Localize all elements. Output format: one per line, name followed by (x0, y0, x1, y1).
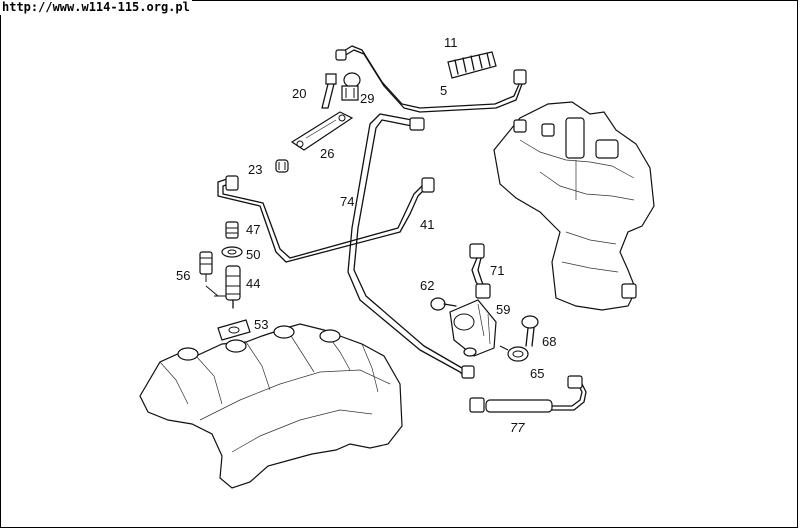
label-5: 5 (440, 83, 447, 98)
label-44: 44 (246, 276, 260, 291)
label-47: 47 (246, 222, 260, 237)
part-74-fuel-line (347, 113, 475, 379)
label-56: 56 (176, 268, 190, 283)
part-77-damper (469, 375, 587, 413)
part-62-screw (430, 297, 457, 311)
label-26: 26 (320, 146, 334, 161)
source-url: http://www.w114-115.org.pl (0, 0, 192, 15)
label-65: 65 (530, 366, 544, 381)
label-71: 71 (490, 263, 504, 278)
part-26-bracket (290, 111, 354, 151)
label-59: 59 (496, 302, 510, 317)
part-41-fuel-line (217, 175, 435, 263)
label-23: 23 (248, 162, 262, 177)
part-29-nut (341, 72, 361, 101)
label-11: 11 (444, 35, 458, 50)
part-65-clamp (499, 345, 529, 362)
fuel-distributor-assembly (493, 101, 655, 311)
part-59-regulator (449, 299, 497, 357)
intake-manifold (139, 323, 403, 489)
label-53: 53 (254, 317, 268, 332)
part-68-bolt (521, 315, 539, 347)
part-23-nut (275, 159, 289, 173)
label-68: 68 (542, 334, 556, 349)
part-56-valve (199, 251, 213, 282)
part-47-fitting (225, 221, 239, 239)
part-5-fuel-line (335, 45, 527, 113)
part-50-washer (221, 246, 243, 258)
part-20-bolt (321, 73, 337, 109)
label-62: 62 (420, 278, 434, 293)
label-29: 29 (360, 91, 374, 106)
part-44-injector (205, 265, 241, 309)
label-20: 20 (292, 86, 306, 101)
label-41: 41 (420, 217, 434, 232)
label-77: 77 (510, 420, 525, 435)
label-50: 50 (246, 247, 260, 262)
part-11-clip (447, 51, 497, 79)
label-74: 74 (340, 194, 354, 209)
part-71-connector (469, 243, 491, 299)
part-53-gasket (217, 319, 251, 341)
